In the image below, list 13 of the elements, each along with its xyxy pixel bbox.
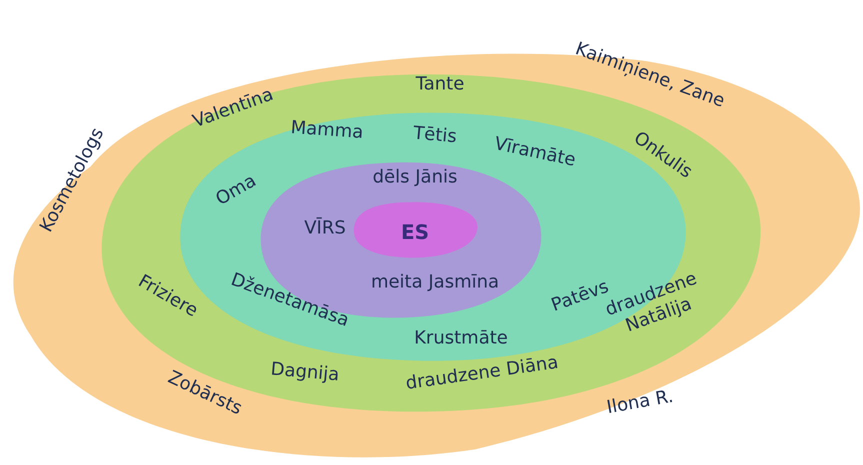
name-label: Ilona R. bbox=[605, 386, 675, 418]
name-label: Vīramāte bbox=[492, 133, 578, 171]
name-label: Oma bbox=[212, 170, 260, 210]
name-label: Tētis bbox=[412, 122, 458, 148]
name-label: meita Jasmīna bbox=[370, 272, 500, 292]
name-label: draudzene Diāna bbox=[404, 352, 560, 394]
name-label: Dagnija bbox=[270, 358, 340, 386]
name-label: VĪRS bbox=[304, 218, 346, 238]
name-label: Tante bbox=[416, 74, 464, 94]
name-label: ES bbox=[400, 220, 430, 244]
name-label: Mamma bbox=[290, 117, 364, 143]
name-label: dēls Jānis bbox=[372, 166, 458, 188]
name-label: Krustmāte bbox=[414, 328, 508, 348]
